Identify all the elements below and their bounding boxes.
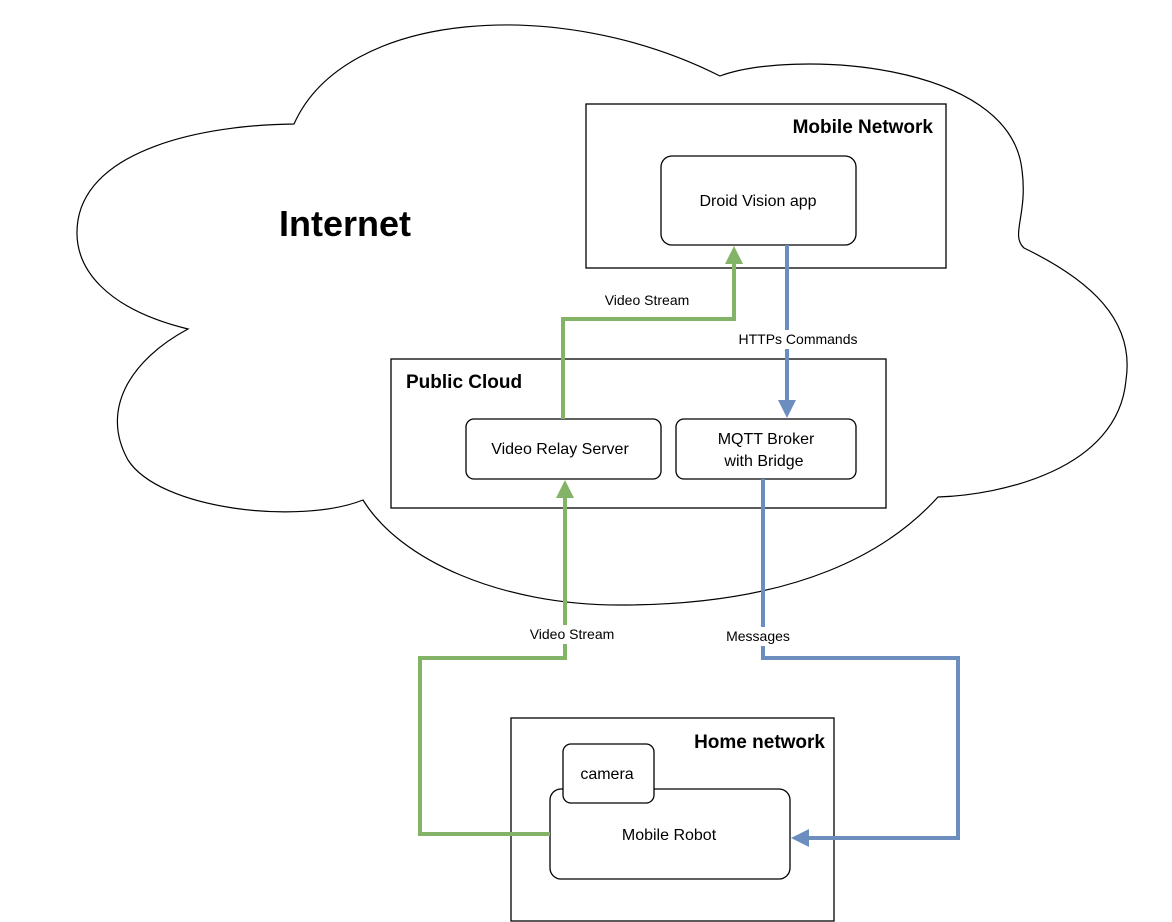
edge-broker-to-robot-label: Messages xyxy=(726,628,790,644)
edge-relay-to-app-label: Video Stream xyxy=(605,292,690,308)
edge-robot-to-relay-line[interactable] xyxy=(418,496,567,836)
camera-node[interactable] xyxy=(562,743,655,804)
mqtt-broker-label-line2: with Bridge xyxy=(723,453,803,470)
arrowhead-up-icon xyxy=(725,246,743,264)
edge-relay-to-app[interactable]: Video Stream xyxy=(561,246,743,419)
arrowhead-up-icon xyxy=(556,480,574,498)
edge-label-bg xyxy=(716,627,800,646)
internet-label: Internet xyxy=(279,203,411,244)
home-network-label: Home network xyxy=(694,732,825,753)
edge-robot-to-relay[interactable]: Video Stream xyxy=(418,480,626,836)
public-cloud-label: Public Cloud xyxy=(406,372,522,393)
edge-broker-to-robot[interactable]: Messages xyxy=(716,479,960,847)
camera-label: camera xyxy=(580,766,633,783)
edge-label-bg xyxy=(726,330,872,349)
arrowhead-left-icon xyxy=(791,829,809,847)
edge-app-to-broker[interactable]: HTTPs Commands xyxy=(726,245,872,418)
droid-vision-app-node[interactable] xyxy=(660,155,857,246)
edge-robot-to-relay-label: Video Stream xyxy=(530,626,615,642)
video-relay-server-label: Video Relay Server xyxy=(491,441,629,458)
mqtt-broker-label-line1: MQTT Broker xyxy=(718,431,815,448)
mobile-network-label: Mobile Network xyxy=(793,117,934,138)
mqtt-broker-node[interactable] xyxy=(675,418,857,480)
mobile-robot-label: Mobile Robot xyxy=(622,827,717,844)
edge-label-bg xyxy=(518,625,626,644)
arrowhead-down-icon xyxy=(778,400,796,418)
edge-app-to-broker-label: HTTPs Commands xyxy=(738,331,857,347)
droid-vision-app-label: Droid Vision app xyxy=(699,193,816,210)
edge-label-bg xyxy=(594,290,700,310)
edge-relay-to-app-line[interactable] xyxy=(561,262,736,419)
edge-broker-to-robot-line[interactable] xyxy=(761,479,960,840)
